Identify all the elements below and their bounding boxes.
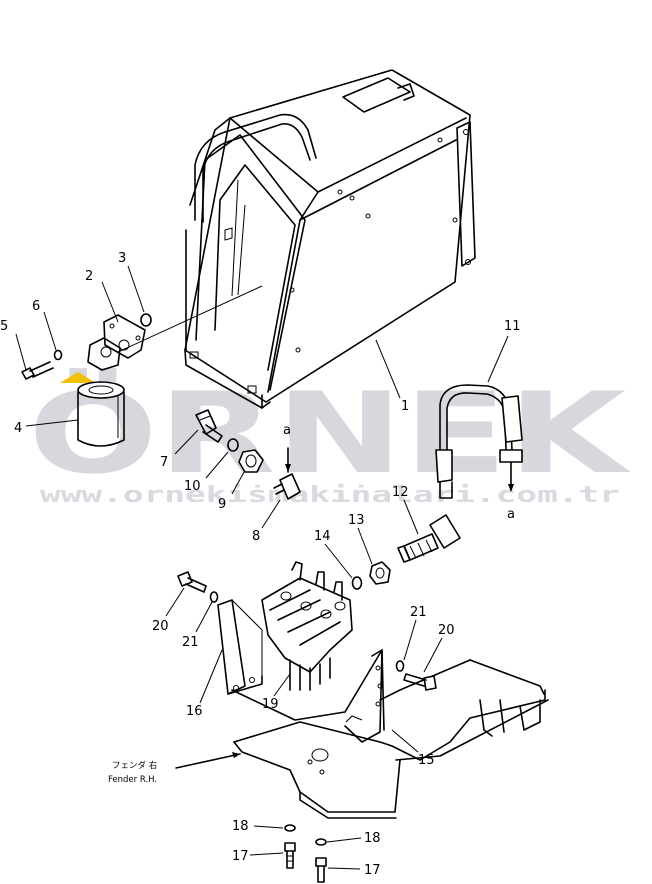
callout-16: 16 [186, 704, 203, 719]
bracket-15 [231, 649, 385, 743]
washer-18-left [284, 824, 296, 832]
callout-12: 12 [392, 485, 409, 500]
o-ring-3 [140, 313, 152, 327]
watermark-accent-mark [60, 372, 96, 383]
callout-15: 15 [418, 753, 435, 768]
callout-1: 1 [401, 399, 409, 414]
callout-17-right: 17 [364, 863, 381, 878]
callout-6: 6 [32, 299, 40, 314]
washer-18-right [315, 838, 327, 846]
filter-cartridge [77, 381, 125, 447]
callout-3: 3 [118, 251, 126, 266]
callout-13: 13 [348, 513, 365, 528]
callout-18-right: 18 [364, 831, 381, 846]
callout-numbers: 1 2 3 4 5 6 7 8 9 10 11 12 13 14 15 16 1… [0, 251, 521, 878]
fender-label-jp: フェンダ 右 [112, 760, 157, 771]
hose-11 [435, 384, 523, 499]
callout-21-right: 21 [410, 605, 427, 620]
elbow-fitting-12 [397, 514, 461, 563]
bolt-5 [21, 361, 54, 380]
callout-7: 7 [160, 455, 168, 470]
bolt-20-right [403, 673, 437, 691]
callout-14: 14 [314, 529, 331, 544]
bracket-16 [217, 599, 263, 695]
callout-18-left: 18 [232, 819, 249, 834]
leader-lines [15, 265, 509, 870]
callout-9: 9 [218, 497, 226, 512]
elbow-7 [195, 409, 223, 443]
callout-11: 11 [504, 319, 521, 334]
callout-21-left: 21 [182, 635, 199, 650]
callout-2: 2 [85, 269, 93, 284]
o-ring-14 [351, 576, 363, 590]
callout-20-left: 20 [152, 619, 169, 634]
washer-21-left [209, 591, 219, 603]
callout-19: 19 [262, 697, 279, 712]
hydraulic-tank-box [184, 69, 476, 409]
filter-head [87, 285, 263, 371]
callout-17-left: 17 [232, 849, 249, 864]
callout-10: 10 [184, 479, 201, 494]
connector-a-top: a [283, 423, 291, 438]
watermark-brand: ÖRNEK [28, 368, 632, 499]
connector-a-bottom: a [507, 507, 515, 522]
adapter-8 [273, 447, 301, 500]
fender-rh [233, 659, 549, 819]
callout-5: 5 [0, 319, 8, 334]
bolt-17-right [315, 857, 327, 883]
o-ring-10 [227, 438, 239, 452]
nut-13 [369, 561, 391, 585]
washer-21-right [395, 660, 405, 672]
bolt-20-left [177, 571, 207, 593]
callout-4: 4 [14, 421, 22, 436]
fender-label-en: Fender R.H. [108, 775, 157, 785]
callout-20-right: 20 [438, 623, 455, 638]
washer-6 [53, 349, 63, 361]
callout-8: 8 [252, 529, 260, 544]
watermark-url: www.orneki̇smaki̇nalari.com.tr [40, 483, 620, 508]
bolt-17-left [284, 842, 296, 869]
control-valve-19 [261, 561, 353, 691]
nut-9 [238, 449, 264, 473]
watermark: ÖRNEK www.orneki̇smaki̇nalari.com.tr [28, 368, 632, 508]
